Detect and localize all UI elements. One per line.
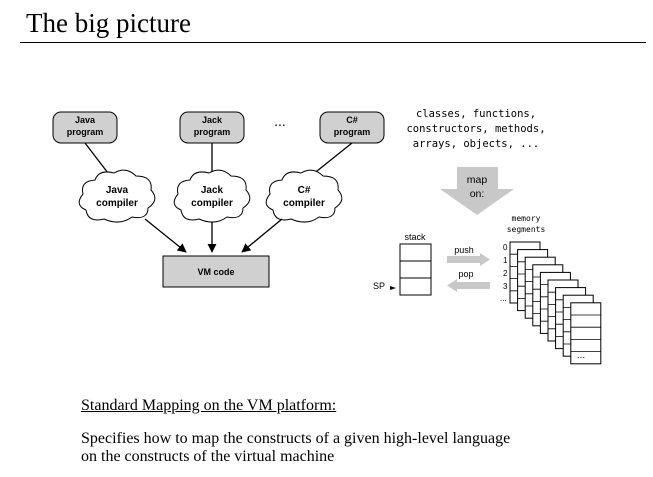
constructs-text: classes, functions, constructors, method… xyxy=(406,108,545,150)
page-title: The big picture xyxy=(26,8,191,38)
compiler-csharp-line2: compiler xyxy=(283,198,325,209)
compiler-jack-line2: compiler xyxy=(191,198,233,209)
arrow-csharp-program-to-compiler xyxy=(311,142,353,176)
program-java-line2: program xyxy=(67,127,104,137)
map-on-arrow: map on: xyxy=(440,167,514,215)
segment-index-ellipsis: ... xyxy=(500,294,507,303)
programs-ellipsis: ... xyxy=(274,113,286,129)
program-java: Java program xyxy=(52,111,118,144)
pop-arrow: pop xyxy=(447,269,490,292)
compiler-java-line1: Java xyxy=(106,185,129,196)
push-label: push xyxy=(454,245,474,255)
segment-index-1: 1 xyxy=(503,256,508,265)
standard-mapping-description: Specifies how to map the constructs of a… xyxy=(81,430,621,466)
program-jack-line2: program xyxy=(194,127,231,137)
memory-segments-heading: memory segments xyxy=(507,214,546,234)
segment-index-3: 3 xyxy=(503,282,508,291)
arrow-java-compiler-to-vm xyxy=(144,218,187,253)
sp-label: SP xyxy=(373,281,385,291)
program-jack-line1: Jack xyxy=(202,115,223,125)
memory-segment-page xyxy=(570,302,602,365)
description-line-2: on the constructs of the virtual machine xyxy=(81,448,335,465)
arrow-csharp-compiler-to-vm xyxy=(241,218,283,253)
program-jack: Jack program xyxy=(179,111,245,144)
pop-label: pop xyxy=(458,269,473,279)
memory-segments-line1: memory xyxy=(512,214,541,223)
description-line-1: Specifies how to map the constructs of a… xyxy=(81,430,511,447)
segment-index-2: 2 xyxy=(503,269,508,278)
push-arrow: push xyxy=(447,245,490,266)
compiler-jack: Jack compiler xyxy=(173,169,251,223)
memory-segment-stack xyxy=(509,241,602,365)
segment-index-0: 0 xyxy=(503,243,508,252)
stack: stack SP xyxy=(373,232,432,296)
constructs-line-2: constructors, methods, xyxy=(406,123,545,135)
segment-indices: 0 1 2 3 ... xyxy=(500,243,508,303)
compiler-csharp: C# compiler xyxy=(265,169,343,223)
title-rule xyxy=(20,42,646,43)
compiler-jack-line1: Jack xyxy=(201,185,224,196)
vm-code-box: VM code xyxy=(162,255,270,288)
stack-label: stack xyxy=(404,232,426,242)
program-csharp: C# program xyxy=(319,111,385,144)
compiler-csharp-line1: C# xyxy=(298,185,311,196)
program-java-line1: Java xyxy=(75,115,96,125)
compiler-java-line2: compiler xyxy=(96,198,138,209)
vm-code-label: VM code xyxy=(197,267,234,277)
sp-pointer-icon xyxy=(390,286,396,290)
map-on-line1: map xyxy=(467,174,488,186)
constructs-line-1: classes, functions, xyxy=(416,108,536,120)
program-csharp-line1: C# xyxy=(346,115,358,125)
memory-segments-line2: segments xyxy=(507,225,546,234)
standard-mapping-heading: Standard Mapping on the VM platform: xyxy=(81,397,337,414)
memory-segment-ellipsis: ... xyxy=(577,350,585,361)
compiler-java: Java compiler xyxy=(78,169,156,223)
program-csharp-line2: program xyxy=(334,127,371,137)
constructs-line-3: arrays, objects, ... xyxy=(413,138,539,150)
map-on-line2: on: xyxy=(470,188,485,200)
arrow-java-program-to-compiler xyxy=(84,142,109,174)
